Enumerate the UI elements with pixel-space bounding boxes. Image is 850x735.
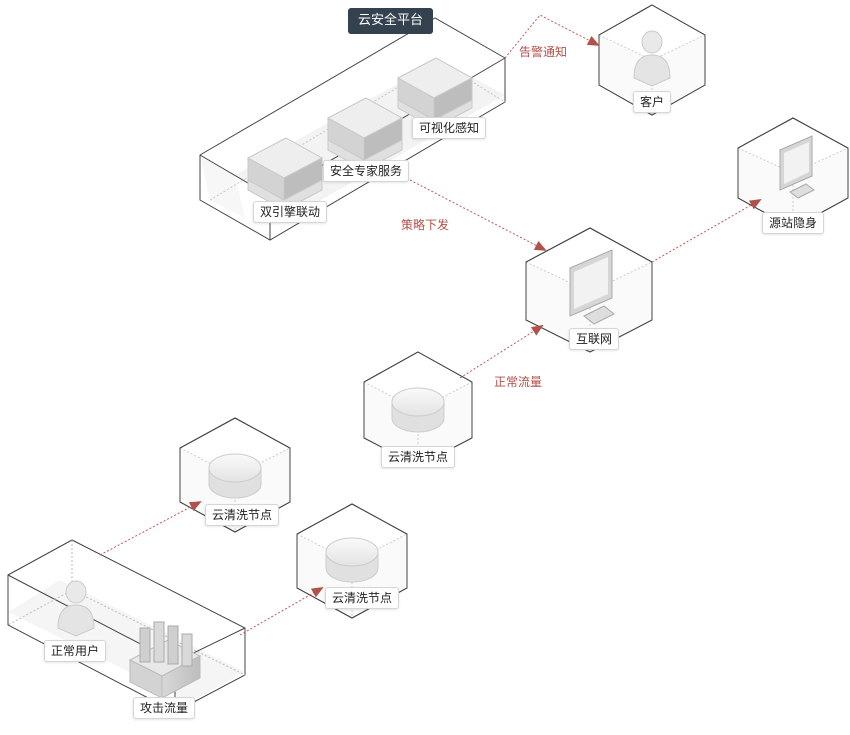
- person-icon-normal-user: [57, 580, 95, 637]
- flow-alert-label: 告警通知: [519, 45, 568, 59]
- source-box: [7, 539, 246, 713]
- flow-normal-line: [459, 324, 544, 379]
- flow-user-to-cleaning-left: [99, 501, 202, 556]
- internet-label: 互联网: [568, 328, 620, 350]
- platform-title-label: 云安全平台: [348, 8, 434, 34]
- monitor-icon-origin: [779, 135, 815, 199]
- cleaning-left-label: 云清洗节点: [204, 504, 280, 526]
- normal-user-label: 正常用户: [43, 640, 107, 662]
- flow-policy-line: [409, 179, 547, 251]
- server-stack-engine: [246, 137, 324, 211]
- module-engine-label: 双引擎联动: [252, 201, 328, 223]
- cylinder-icon-cleaning-bottom: [325, 537, 379, 583]
- flow-origin-line: [651, 199, 762, 263]
- customer-label: 客户: [632, 91, 672, 113]
- module-expert-label: 安全专家服务: [322, 160, 410, 182]
- flow-attack-to-cleaning-bottom: [239, 587, 324, 636]
- flow-lines: [99, 14, 762, 636]
- cylinder-icon-cleaning-left: [208, 453, 262, 499]
- module-visual-label: 可视化感知: [411, 117, 487, 139]
- server-stack-expert: [326, 97, 404, 171]
- flow-policy-label: 策略下发: [401, 218, 450, 232]
- monitor-icon-internet: [569, 249, 615, 325]
- person-icon-customer: [633, 30, 671, 87]
- attack-traffic-label: 攻击流量: [132, 697, 196, 719]
- cleaning-bottom-label: 云清洗节点: [324, 587, 400, 609]
- flow-normal-label: 正常流量: [494, 375, 543, 389]
- cleaning-top-label: 云清洗节点: [380, 446, 456, 468]
- attack-traffic-icon: [128, 621, 202, 699]
- cylinder-icon-cleaning-top: [391, 387, 445, 433]
- origin-label: 源站隐身: [761, 212, 825, 234]
